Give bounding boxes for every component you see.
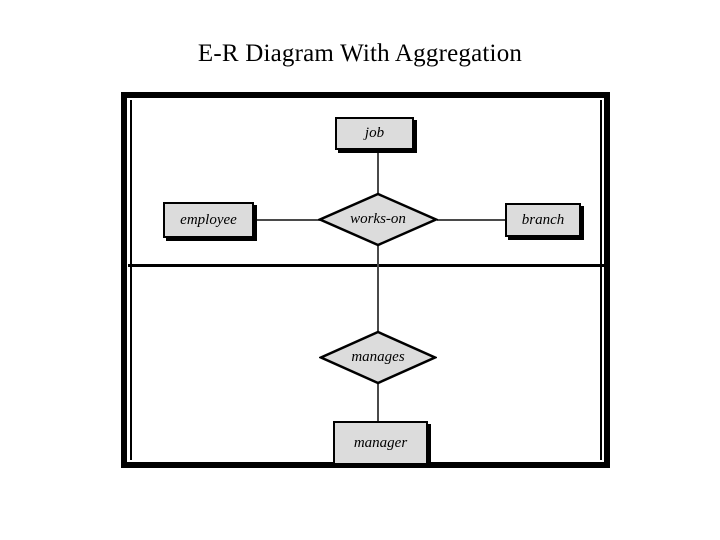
relationship-works-on[interactable]: works-on: [318, 192, 438, 247]
entity-branch[interactable]: branch: [505, 203, 581, 237]
edge-works-on-to-branch: [437, 219, 505, 221]
entity-branch-label: branch: [521, 211, 565, 228]
aggregation-box-bottom-edge: [128, 264, 604, 267]
entity-manager[interactable]: manager: [333, 421, 428, 465]
edge-works-on-to-manages: [377, 246, 379, 334]
diamond-shape-icon: [318, 192, 438, 247]
entity-job-label: job: [364, 125, 385, 141]
aggregation-frame-inner-rule: [130, 100, 602, 460]
entity-employee[interactable]: employee: [163, 202, 254, 238]
aggregation-frame: [121, 92, 610, 468]
entity-employee-label: employee: [180, 211, 237, 228]
edge-manages-to-manager: [377, 383, 379, 421]
edge-employee-to-works-on: [253, 219, 321, 221]
page-title: E-R Diagram With Aggregation: [197, 40, 523, 67]
entity-manager-label: manager: [353, 434, 408, 451]
diamond-shape-icon: [319, 330, 437, 385]
edge-job-to-works-on: [377, 149, 379, 195]
relationship-manages[interactable]: manages: [319, 330, 437, 385]
entity-job[interactable]: job: [335, 117, 414, 150]
